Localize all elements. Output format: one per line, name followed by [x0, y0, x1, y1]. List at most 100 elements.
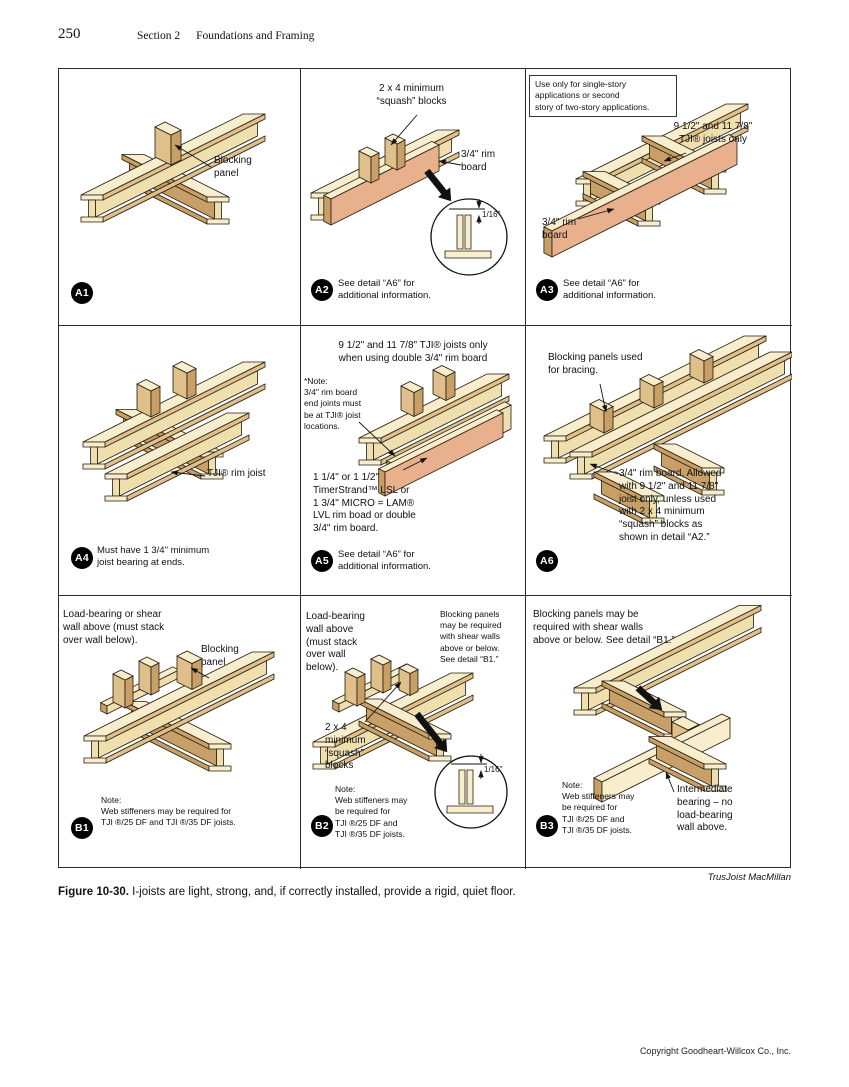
iso-shape: [366, 442, 374, 461]
iso-shape: [569, 473, 593, 480]
iso-shape: [400, 381, 424, 393]
iso-shape: [112, 669, 134, 681]
iso-shape: [88, 199, 96, 218]
iso-shape: [356, 673, 366, 707]
iso-shape: [478, 769, 484, 778]
iso-shape: [703, 763, 727, 770]
iso-shape: [82, 441, 106, 448]
iso-shape: [606, 208, 615, 214]
detail-badge-a5: A5: [311, 550, 333, 572]
iso-shape: [138, 656, 160, 668]
blocking-panels-note: Blocking panels may be required with she…: [440, 609, 502, 664]
section-label: Section 2: [137, 30, 181, 42]
iso-shape: [312, 763, 336, 770]
iso-shape: [91, 740, 99, 759]
rim-board-label: 3/4" rim board: [461, 149, 496, 173]
iso-shape: [444, 250, 492, 259]
iso-shape: [663, 711, 687, 718]
b3-illustration: [573, 604, 762, 803]
section-title: Foundations and Framing: [196, 30, 315, 42]
rim-board-note: 3/4" rim board. Allowed with 9 1/2" and …: [619, 468, 722, 543]
iso-shape: [413, 387, 424, 418]
iso-shape: [364, 681, 402, 723]
panel-a2: 1/16" 2 x 4 minimum “squash” blocks 3/4"…: [301, 69, 526, 326]
iso-shape: [90, 446, 98, 465]
a3-illustration: [543, 103, 749, 258]
see-detail-note: See detail “A6” for additional informati…: [338, 549, 431, 573]
detail-badge-a1: A1: [71, 282, 93, 304]
iso-shape: [701, 467, 725, 474]
iso-shape: [208, 743, 232, 750]
figure-caption: Figure 10-30. I-joists are light, strong…: [58, 886, 778, 898]
b2-illustration: 1/16": [312, 654, 508, 829]
iso-shape: [639, 374, 664, 387]
iso-shape: [150, 385, 161, 418]
bearing-note: Must have 1 3/4" minimum joist bearing a…: [97, 545, 210, 569]
intermediate-bearing-label: Intermediate bearing – no load-bearing w…: [677, 784, 733, 834]
iso-shape: [358, 421, 396, 457]
iso-shape: [419, 457, 428, 464]
iso-shape: [398, 663, 419, 674]
see-detail-note: See detail “A6” for additional informati…: [338, 278, 431, 302]
iso-shape: [358, 146, 380, 158]
iso-shape: [635, 685, 663, 711]
iso-shape: [112, 478, 120, 497]
iso-shape: [458, 769, 466, 805]
iso-shape: [641, 495, 665, 502]
page-header: Section 2 Foundations and Framing: [137, 30, 330, 42]
figure-caption-label: Figure 10-30.: [58, 886, 129, 898]
iso-shape: [589, 463, 598, 469]
gap-dimension: 1/16": [484, 765, 503, 774]
detail-badge-b1: B1: [71, 817, 93, 839]
iso-shape: [476, 214, 482, 223]
panel-a5: 9 1/2" and 11 7/8" TJI® joists only when…: [301, 326, 526, 596]
iso-shape: [671, 716, 700, 731]
iso-shape: [358, 437, 382, 444]
iso-shape: [154, 121, 182, 136]
web-stiffener-note: Note: Web stiffeners may be required for…: [335, 784, 408, 839]
iso-shape: [396, 139, 406, 171]
iso-shape: [323, 194, 332, 226]
web-stiffener-note: Note: Web stiffeners may be required for…: [101, 795, 236, 828]
iso-shape: [388, 449, 396, 457]
iso-shape: [216, 748, 224, 767]
iso-shape: [80, 216, 104, 223]
blocking-panel-label: Blocking panel: [214, 155, 252, 179]
panel-b2: 1/16" Load-bearing wall above (must stac…: [301, 596, 526, 869]
bracing-heading: Blocking panels used for bracing.: [548, 352, 643, 376]
iso-shape: [370, 152, 380, 184]
joists-only-heading: 9 1/2" and 11 7/8" TJI® joists only when…: [338, 340, 488, 364]
iso-shape: [551, 440, 559, 459]
squash-blocks-label: 2 x 4 minimum “squash” blocks: [376, 83, 447, 107]
panel-a4: TJI® rim joist A4 Must have 1 3/4" minim…: [59, 326, 301, 596]
b1-illustration: [83, 650, 275, 772]
iso-shape: [124, 675, 134, 709]
blocking-panel-label: Blocking panel: [201, 644, 239, 668]
iso-shape: [641, 517, 665, 524]
detail-badge-b2: B2: [311, 815, 333, 837]
iso-shape: [174, 144, 183, 151]
iso-shape: [456, 214, 464, 250]
blocking-panels-heading: Blocking panels may be required with she…: [533, 609, 675, 646]
iso-shape: [703, 785, 727, 792]
iso-shape: [577, 456, 585, 475]
iso-shape: [80, 194, 104, 201]
joists-only-label: 9 1/2" and 11 7/8" TJI® joists only: [673, 121, 753, 145]
iso-shape: [601, 404, 608, 413]
rim-joist-label: TJI® rim joist: [207, 468, 266, 479]
iso-shape: [384, 412, 504, 497]
web-stiffener-note: Note: Web stiffeners may be required for…: [562, 780, 635, 835]
panel-a3: Use only for single-story applications o…: [526, 69, 792, 326]
iso-shape: [172, 361, 197, 374]
source-credit: TrusJoist MacMillan: [707, 872, 791, 883]
panel-b3: Blocking panels may be required with she…: [526, 596, 792, 869]
a5-illustration: [358, 365, 512, 497]
iso-shape: [464, 214, 472, 250]
load-bearing-heading: Load-bearing wall above (must stack over…: [306, 611, 365, 674]
iso-shape: [200, 473, 224, 480]
iso-shape: [206, 196, 230, 203]
iso-shape: [543, 457, 567, 464]
iso-shape: [414, 711, 448, 753]
iso-shape: [424, 168, 452, 202]
iso-shape: [551, 137, 738, 258]
